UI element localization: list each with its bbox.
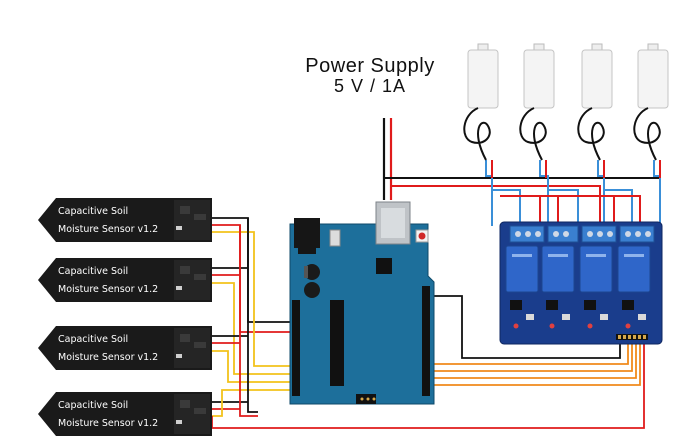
- water-pump-4: [633, 43, 669, 161]
- water-pump-1: [463, 43, 499, 161]
- sensor-4: [38, 392, 212, 436]
- relay-blocks: [505, 245, 651, 293]
- sensor-4-label-line1: Capacitive Soil: [58, 400, 129, 411]
- sensor-3: [38, 326, 212, 370]
- pumps: [463, 43, 669, 161]
- relay-header-pins: [616, 334, 648, 340]
- pump-wires: [485, 160, 661, 236]
- sensor-1-label-line2: Moisture Sensor v1.2: [58, 224, 159, 235]
- sensor-2-label-line1: Capacitive Soil: [58, 266, 129, 277]
- water-pump-2: [519, 43, 555, 161]
- power-supply-title: Power Supply: [305, 55, 435, 77]
- arduino-board: [289, 201, 435, 405]
- water-pump-3: [577, 43, 613, 161]
- power-supply-rating: 5 V / 1A: [333, 76, 407, 96]
- sensor-1: [38, 198, 212, 242]
- sensor-3-label-line2: Moisture Sensor v1.2: [58, 352, 159, 363]
- sensor-wires: [208, 217, 292, 417]
- sensor-3-label-line1: Capacitive Soil: [58, 334, 129, 345]
- relay-terminals: [509, 225, 655, 243]
- sensor-2-label-line2: Moisture Sensor v1.2: [58, 284, 159, 295]
- relay-module: [499, 221, 663, 345]
- relay-components: [510, 300, 646, 329]
- sensor-2: [38, 258, 212, 302]
- sensor-4-label-line2: Moisture Sensor v1.2: [58, 418, 159, 429]
- sensor-1-label-line1: Capacitive Soil: [58, 206, 129, 217]
